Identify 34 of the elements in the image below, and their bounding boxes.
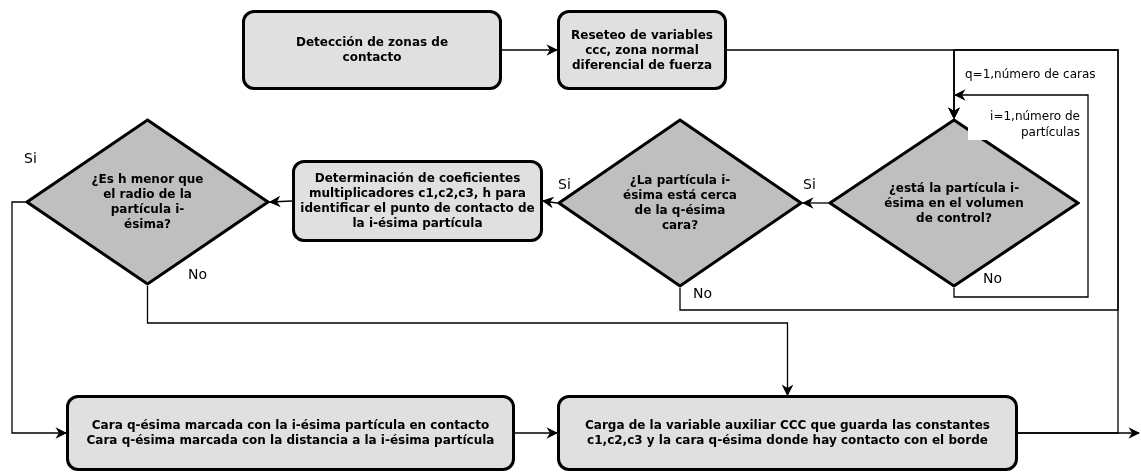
node-text: Reseteo de variables ccc, zona normal diferencial de fuerza bbox=[570, 27, 714, 73]
loop-label: i=1,número de partículas bbox=[968, 108, 1080, 140]
edge-label: No bbox=[693, 285, 713, 301]
arrow bbox=[801, 197, 829, 209]
node-text: Carga de la variable auxiliar CCC que guarda las constantes c1,c2,c3 y la cara q-ésima donde hay contacto con el borde bbox=[584, 418, 991, 448]
arrow bbox=[146, 285, 794, 397]
arrow bbox=[514, 427, 559, 439]
arrow bbox=[268, 195, 293, 208]
process-box bbox=[66, 395, 515, 471]
arrow bbox=[1017, 427, 1141, 439]
node-text: Cara q-ésima marcada con la distancia a la i-ésima partícula bbox=[86, 433, 495, 448]
arrow bbox=[679, 49, 1119, 311]
decision-diamond bbox=[25, 118, 270, 286]
node-text: Detección de zonas de contacto bbox=[294, 35, 450, 65]
process-box bbox=[242, 10, 502, 90]
loop-label: q=1,número de caras bbox=[965, 66, 1096, 82]
process-box bbox=[557, 395, 1018, 471]
arrow bbox=[11, 201, 68, 439]
arrow bbox=[541, 196, 558, 209]
edge-label: Si bbox=[24, 150, 37, 166]
node-text: Determinación de coeficientes multiplicadores c1,c2,c3, h para identificar el punto de contacto de la i-ésima partícula bbox=[299, 171, 536, 231]
edge-label: Si bbox=[803, 176, 816, 192]
arrow bbox=[501, 44, 559, 56]
arrow bbox=[953, 89, 1089, 298]
edge-label: No bbox=[188, 266, 208, 282]
edge-label: Si bbox=[558, 176, 571, 192]
decision-diamond bbox=[557, 118, 803, 288]
node-text: ¿La partícula i-ésima está cerca de la q-ésima cara? bbox=[622, 173, 738, 233]
process-box bbox=[292, 160, 543, 242]
edge-label: No bbox=[983, 270, 1003, 286]
node-text: ¿está la partícula i-ésima en el volumen de control? bbox=[884, 180, 1024, 226]
node-text: Cara q-ésima marcada con la i-ésima partícula en contacto bbox=[91, 418, 490, 433]
process-box bbox=[557, 10, 727, 90]
node-text: ¿Es h menor que el radio de la partícula i-ésima? bbox=[90, 172, 205, 232]
